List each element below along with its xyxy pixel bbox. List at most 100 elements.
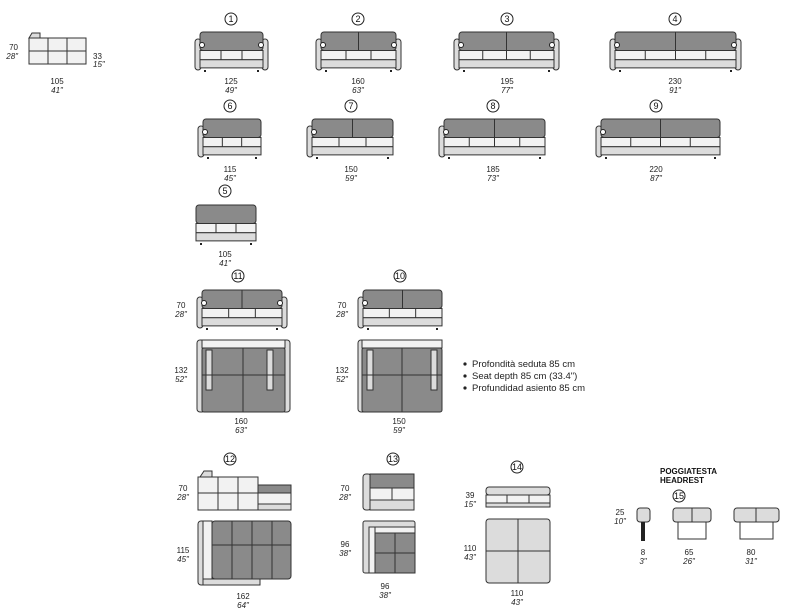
- headrest-title-en: HEADREST: [660, 476, 704, 485]
- headrest-65-width-cm: 65: [685, 548, 694, 557]
- sofa-12-height-in: 28": [176, 493, 190, 502]
- sofa-10-height-cm: 70: [338, 301, 347, 310]
- sofa-5-width-in: 41": [219, 259, 232, 268]
- sofa-11-width-cm: 160: [234, 417, 248, 426]
- sofa-13-plan: [362, 520, 416, 574]
- sofa-11-front: [196, 289, 288, 330]
- sofa-3-width-cm: 195: [500, 77, 514, 86]
- sofa-12-plan: [197, 520, 292, 586]
- module-number-11: 11: [231, 269, 245, 283]
- ottoman-14-depth-cm: 110: [464, 544, 477, 553]
- seat-depth-notes: Profondità seduta 85 cm Seat depth 85 cm…: [463, 359, 585, 394]
- sofa-11-width-in: 63": [235, 426, 248, 435]
- sofa-13-height-in: 28": [338, 493, 352, 502]
- module-number-12: 12: [223, 452, 237, 466]
- headrest-title-it: POGGIATESTA: [660, 467, 717, 476]
- headrest-80-width-in: 31": [745, 557, 758, 566]
- sofa-12-width-cm: 162: [236, 592, 250, 601]
- sofa-3-front: [453, 31, 560, 72]
- module-number-label: 12: [225, 454, 235, 464]
- sofa-12-depth-cm: 115: [177, 546, 190, 555]
- sofa-10-depth-in: 52": [336, 375, 349, 384]
- armrest-depth-cm: 33: [93, 52, 102, 61]
- module-number-label: 2: [355, 14, 360, 24]
- sofa-5-width-cm: 105: [218, 250, 232, 259]
- ottoman-14-height-cm: 39: [466, 491, 475, 500]
- headrest-thickness-in: 3": [639, 557, 647, 566]
- sofa-12-height-cm: 70: [179, 484, 188, 493]
- sofa-6-width-in: 45": [224, 174, 237, 183]
- module-number-7: 7: [344, 99, 358, 113]
- module-number-label: 7: [348, 101, 353, 111]
- sofa-1-front: [194, 31, 269, 72]
- armrest-height-in: 28": [5, 52, 19, 61]
- sofa-12-front: [197, 470, 292, 511]
- headrest-65-width-in: 26": [682, 557, 696, 566]
- sofa-11-height-cm: 70: [177, 301, 186, 310]
- armrest-diagram: [28, 32, 87, 65]
- module-number-label: 6: [227, 101, 232, 111]
- sofa-4-width-in: 91": [669, 86, 682, 95]
- module-number-1: 1: [224, 12, 238, 26]
- sofa-13-width-cm: 96: [381, 582, 390, 591]
- sofa-13-front: [362, 473, 415, 511]
- module-number-label: 4: [672, 14, 677, 24]
- ottoman-14-width-in: 43": [511, 598, 524, 607]
- module-number-label: 13: [388, 454, 398, 464]
- sofa-11-plan: [196, 339, 291, 413]
- module-number-label: 14: [512, 462, 522, 472]
- ottoman-14-height-in: 15": [464, 500, 477, 509]
- sofa-1-width-cm: 125: [224, 77, 238, 86]
- module-number-label: 5: [222, 186, 227, 196]
- sofa-10-front: [357, 289, 443, 330]
- module-number-14: 14: [510, 460, 524, 474]
- headrest-side: [636, 507, 651, 541]
- sofa-2-width-cm: 160: [351, 77, 365, 86]
- sofa-6-width-cm: 115: [224, 165, 237, 174]
- module-number-label: 3: [504, 14, 509, 24]
- sofa-10-depth-cm: 132: [335, 366, 349, 375]
- module-number-label: 8: [490, 101, 495, 111]
- sofa-2-front: [315, 31, 402, 72]
- sofa-3-width-in: 77": [501, 86, 514, 95]
- ottoman-14-front: [485, 486, 551, 508]
- sofa-13-depth-cm: 96: [341, 540, 350, 549]
- sofa-13-height-cm: 70: [341, 484, 350, 493]
- sofa-11-depth-cm: 132: [174, 366, 188, 375]
- module-number-label: 11: [233, 271, 242, 281]
- sofa-9-width-cm: 220: [649, 165, 663, 174]
- sofa-12-depth-in: 45": [177, 555, 190, 564]
- sofa-1-width-in: 49": [225, 86, 238, 95]
- headrest-65: [672, 507, 712, 540]
- module-number-5: 5: [218, 184, 232, 198]
- module-number-label: 1: [228, 14, 233, 24]
- module-number-6: 6: [223, 99, 237, 113]
- armrest-width-cm: 105: [50, 77, 64, 86]
- ottoman-14-depth-in: 43": [464, 553, 477, 562]
- module-number-label: 10: [395, 271, 405, 281]
- module-number-8: 8: [486, 99, 500, 113]
- headrest-80: [733, 507, 780, 540]
- sofa-8-front: [438, 118, 546, 159]
- sofa-11-depth-in: 52": [175, 375, 188, 384]
- sofa-13-depth-in: 38": [339, 549, 352, 558]
- sofa-5-front: [195, 204, 257, 245]
- sofa-2-width-in: 63": [352, 86, 365, 95]
- sofa-12-width-in: 64": [237, 601, 250, 610]
- sofa-10-width-cm: 150: [392, 417, 406, 426]
- sofa-13-width-in: 38": [379, 591, 392, 600]
- module-number-label: 15: [674, 491, 684, 501]
- note-italian: Profondità seduta 85 cm: [472, 359, 575, 370]
- sofa-7-width-cm: 150: [344, 165, 358, 174]
- module-number-10: 10: [393, 269, 407, 283]
- sofa-7-width-in: 59": [345, 174, 358, 183]
- note-spanish: Profundidad asiento 85 cm: [472, 383, 585, 394]
- sofa-10-height-in: 28": [335, 310, 349, 319]
- ottoman-14-plan: [485, 518, 551, 584]
- sofa-9-width-in: 87": [650, 174, 663, 183]
- sofa-4-front: [609, 31, 742, 72]
- sofa-7-front: [306, 118, 394, 159]
- headrest-height-cm: 25: [616, 508, 625, 517]
